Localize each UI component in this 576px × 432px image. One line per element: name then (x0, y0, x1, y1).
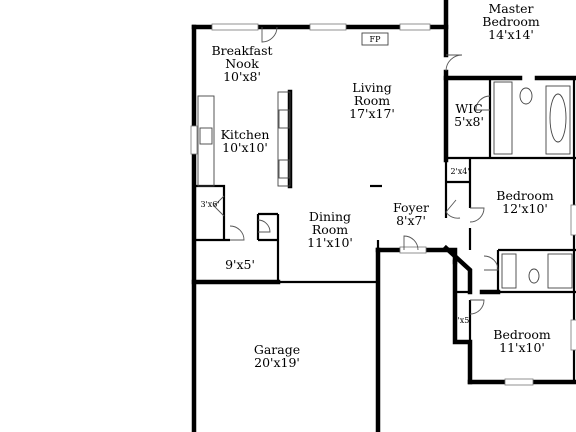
room-master-bedroom-name-1: Master (488, 1, 534, 16)
room-dining-room-name-2: Room (311, 222, 349, 237)
door-nook (261, 26, 278, 43)
door-front (403, 235, 419, 251)
room-living-room-name-2: Room (353, 93, 391, 108)
room-kitchen: Kitchen 10'x10' (221, 128, 270, 154)
wall-pantry (194, 184, 226, 240)
room-bedroom-2-name: Bedroom (496, 188, 554, 203)
room-bedroom-2-size: 12'x10' (502, 201, 548, 216)
room-wic-size: 5'x8' (454, 114, 484, 129)
stove-icon (278, 109, 290, 129)
room-living-room-size: 17'x17' (349, 106, 395, 121)
door-pantry (213, 195, 225, 217)
door-bath2 (483, 255, 499, 271)
room-bedroom-2: Bedroom 12'x10' (496, 189, 553, 215)
window-living-2 (399, 23, 431, 31)
fixtures (197, 32, 573, 289)
room-bedroom-3: Bedroom 11'x10' (493, 328, 550, 354)
door-bed2 (469, 207, 485, 223)
room-laundry-size: 9'x5' (225, 257, 255, 272)
window-nook-1 (211, 23, 259, 31)
pantry-closet-label: 3'x6' (200, 200, 220, 209)
kitchen-sink-icon (199, 127, 213, 145)
room-master-bedroom-size: 14'x14' (488, 27, 534, 42)
window-bed3 (504, 378, 534, 386)
room-wic: WIC 5'x8' (454, 102, 484, 128)
wall-hall-east (442, 244, 473, 295)
room-bedroom-3-name: Bedroom (493, 327, 551, 342)
wall-hall-closet (444, 158, 472, 218)
vanity-master (493, 81, 513, 155)
room-wic-name: WIC (455, 101, 483, 116)
door-hall-closet (445, 199, 461, 219)
door-bed3 (469, 299, 485, 315)
room-breakfast-nook-size: 10'x8' (223, 69, 261, 84)
room-breakfast-nook: Breakfast Nook 10'x8' (211, 44, 272, 83)
room-bedroom-3-size: 11'x10' (499, 340, 545, 355)
tub-master-basin (549, 93, 567, 143)
window-kitchen (190, 125, 198, 155)
wall-laundry-closet (256, 212, 278, 240)
room-living-room: Living Room 17'x17' (349, 81, 395, 120)
tub-master-icon (545, 85, 571, 155)
doors (213, 26, 499, 315)
door-master (445, 54, 463, 72)
room-garage-name: Garage (253, 342, 301, 357)
tub-bath2-icon (547, 253, 573, 289)
door-laundry-closet (257, 219, 271, 233)
room-foyer-size: 8'x7' (396, 213, 426, 228)
door-wic (475, 95, 491, 111)
vanity-bath2 (501, 253, 517, 289)
room-kitchen-size: 10'x10' (222, 140, 268, 155)
room-dining-room-size: 11'x10' (307, 235, 353, 250)
wall-bed3-west (452, 259, 473, 385)
room-garage: Garage 20'x19' (254, 343, 300, 369)
door-laundry (229, 225, 245, 241)
room-master-bedroom: Master Bedroom 14'x14' (482, 2, 539, 41)
window-foyer (399, 246, 427, 254)
room-breakfast-nook-name-2: Nook (225, 56, 259, 71)
fireplace-icon (361, 32, 389, 46)
room-breakfast-nook-name-1: Breakfast (211, 43, 273, 58)
kitchen-counter-island (277, 91, 291, 187)
room-kitchen-name: Kitchen (220, 127, 270, 142)
windows (190, 23, 576, 386)
fireplace-label: FP (369, 35, 381, 44)
walls (191, 0, 576, 432)
wall-bed3-closet (455, 290, 472, 342)
window-bed3-east (570, 319, 576, 351)
hall-closet-label: 2'x4' (450, 167, 470, 176)
window-bed2 (570, 204, 576, 236)
window-living-1 (309, 23, 347, 31)
room-foyer-name: Foyer (393, 200, 429, 215)
room-master-bedroom-name-2: Bedroom (482, 14, 540, 29)
toilet-master-icon (519, 87, 533, 105)
fridge-icon (278, 159, 290, 179)
room-dining-room-name-1: Dining (308, 209, 352, 224)
bed3-closet-label: 2'x5' (452, 316, 472, 325)
room-foyer: Foyer 8'x7' (393, 201, 429, 227)
room-dining-room: Dining Room 11'x10' (307, 210, 353, 249)
kitchen-counter-west (197, 95, 215, 187)
room-laundry: 9'x5' (225, 258, 255, 271)
room-living-room-name-1: Living (352, 80, 392, 95)
toilet-bath2-icon (528, 268, 540, 284)
room-garage-size: 20'x19' (254, 355, 300, 370)
